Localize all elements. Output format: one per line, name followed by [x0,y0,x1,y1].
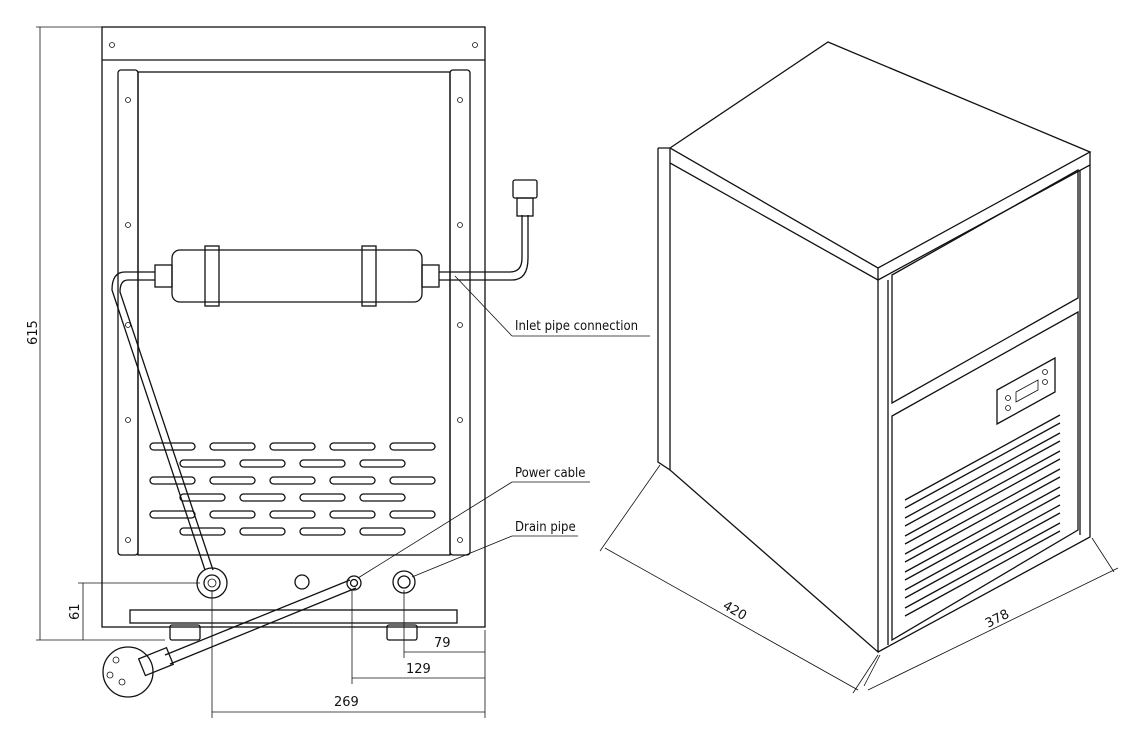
water-filter [111,179,538,571]
dim-depth: 420 [720,598,749,623]
callout-leaders [357,275,650,579]
ice-door [891,168,1079,405]
label-drain-pipe: Drain pipe [515,520,576,535]
cabinet-outline [101,26,486,628]
iso-view [657,41,1092,654]
front-face [877,165,1091,653]
side-face [657,147,879,654]
base-plate [129,609,458,624]
power-cable-outlet [346,575,362,591]
front-vent-slots [904,414,1061,617]
drain-outlet [392,570,416,594]
back-panel [137,71,451,556]
dim-height: 615 [26,320,41,345]
rear-dimension-lines [36,26,486,718]
dim-width: 378 [983,607,1012,632]
top-face [668,41,1092,269]
power-cable [164,579,357,665]
foot-left [169,624,201,641]
iso-dimension-lines [599,464,1119,694]
left-rail [117,69,139,556]
vent-slots [149,442,436,536]
label-inlet-pipe: Inlet pipe connection [515,319,638,334]
lower-panel [891,310,1079,642]
dim-drain-to-edge: 79 [434,636,451,651]
dim-drain-height: 61 [68,603,83,620]
blank-hole [294,574,310,590]
right-rail [449,69,471,556]
dim-cable-to-edge: 129 [406,662,431,677]
label-power-cable: Power cable [515,466,586,481]
control-panel [996,356,1056,426]
dim-gland-to-edge: 269 [334,695,359,710]
foot-right [386,624,418,641]
plug-icon [102,646,154,698]
rear-view [101,26,538,698]
